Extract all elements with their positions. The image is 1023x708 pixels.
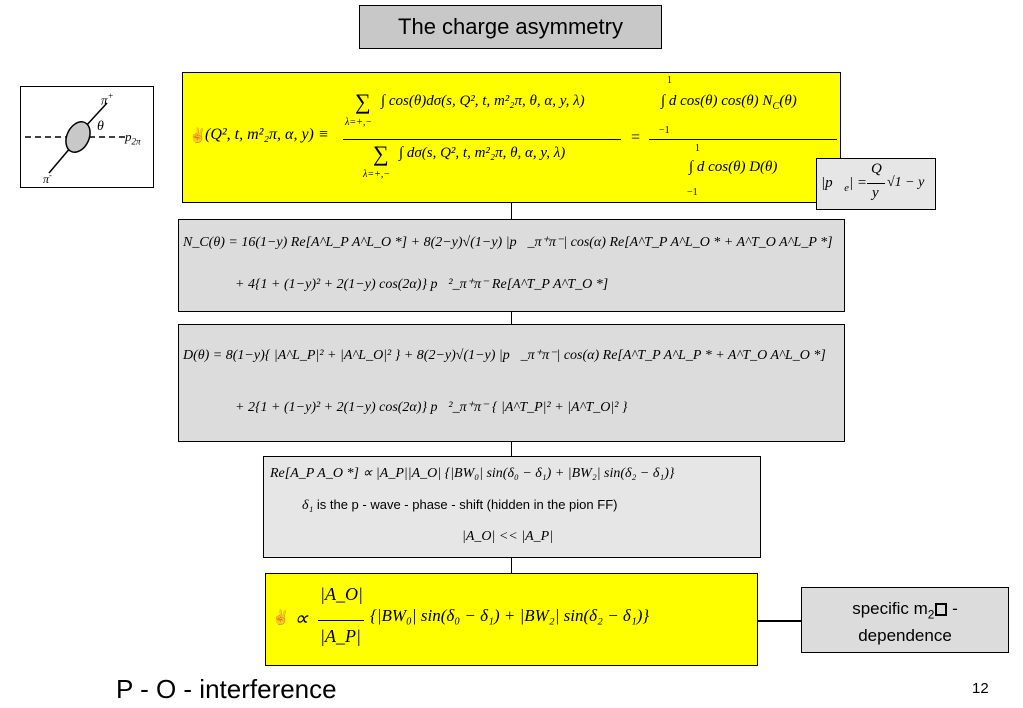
phase-relation-line-2: δ₁ is the p - wave - phase - shift (hidd…	[302, 497, 618, 513]
nc-formula-box: N_C(θ) = 16(1−y) Re[A^L_P A^L_O *] + 8(2…	[178, 219, 845, 312]
pi-plus-label: π+	[101, 91, 114, 108]
rhs-numerator: ∫ d cos(θ) cos(θ) NC(θ)	[661, 93, 797, 112]
footer-title: P - O - interference	[116, 674, 337, 704]
result-numerator: |A_O|	[320, 584, 363, 604]
pe-lhs: |p⃗e| =	[821, 175, 867, 194]
connector-5	[757, 620, 801, 622]
nc-formula-line-2: + 4{1 + (1−y)² + 2(1−y) cos(2α)} p⃗²_π⁺π…	[235, 277, 609, 292]
numerator-sum-index: λ=+,−	[345, 117, 373, 128]
d-formula-box: D(θ) = 8(1−y){ |A^L_P|² + |A^L_O|² } + 8…	[178, 324, 845, 442]
asymmetry-result-box: ✌ ∝ |A_O| |A_P| {|BW₀| sin(δ₀ − δ₁) + |B…	[265, 573, 758, 666]
d-formula-line-2: + 2{1 + (1−y)² + 2(1−y) cos(2α)} p⃗²_π⁺π…	[235, 400, 628, 415]
vertex-diagram: π+ θ p2π π-	[20, 86, 154, 188]
nc-formula-line-1: N_C(θ) = 16(1−y) Re[A^L_P A^L_O *] + 8(2…	[183, 235, 833, 250]
pe-numerator: Q	[871, 161, 882, 177]
connector-3	[511, 442, 512, 456]
phase-relation-box: Re[A_P A_O *] ∝ |A_P||A_O| {|BW₀| sin(δ₀…	[263, 456, 761, 558]
vertex-diagram-graphic	[25, 102, 125, 174]
denominator-sum-index: λ=+,−	[363, 169, 391, 180]
connector-1	[511, 202, 512, 220]
d-formula-line-1: D(θ) = 8(1−y){ |A^L_P|² + |A^L_O|² } + 8…	[183, 348, 826, 363]
numerator-integral: ∫ cos(θ)dσ(s, Q², t, m²₂π, θ, α, y, λ)	[381, 93, 585, 109]
equals-sign: =	[631, 129, 641, 146]
main-fraction-bar	[343, 139, 621, 140]
result-fraction-bar	[318, 620, 364, 621]
connector-4	[511, 558, 512, 574]
rhs-num-lower-limit: −1	[659, 125, 670, 136]
asymmetry-lhs: (Q², t, m²₂π, α, y) ≡	[205, 126, 329, 143]
numerator-sum: ∑	[355, 89, 371, 114]
electron-momentum-box: |p⃗e| = Q y √1 − y	[816, 158, 936, 210]
rhs-den-lower-limit: −1	[687, 187, 698, 198]
denominator-integral: ∫ dσ(s, Q², t, m²₂π, θ, α, y, λ)	[399, 145, 566, 161]
phase-relation-line-1: Re[A_P A_O *] ∝ |A_P||A_O| {|BW₀| sin(δ₀…	[270, 466, 675, 481]
phase-relation-line-3: |A_O| << |A_P|	[462, 529, 554, 544]
connector-2	[511, 311, 512, 325]
slide-title-text: The charge asymmetry	[398, 14, 623, 39]
slide-title: The charge asymmetry	[359, 5, 662, 49]
mass-dependence-line-2: dependence	[858, 626, 952, 646]
mass-dependence-note: specific m2 - dependence	[801, 587, 1009, 653]
result-approx: ∝	[294, 608, 309, 630]
mass-dependence-line-1: specific m2 -	[852, 599, 958, 622]
missing-glyph-box	[935, 603, 948, 616]
pe-denominator: y	[872, 185, 879, 201]
pe-fraction-bar	[867, 183, 885, 184]
theta-label: θ	[97, 119, 104, 134]
rhs-den-upper-limit: 1	[695, 143, 700, 154]
p2pi-label: p2π	[125, 129, 141, 147]
result-symbol: ✌	[272, 611, 290, 626]
pe-sqrt: √1 − y	[887, 175, 925, 190]
asymmetry-definition-box: ✌ (Q², t, m²₂π, α, y) ≡ ∑ λ=+,− ∫ cos(θ)…	[182, 72, 841, 203]
result-denominator: |A_P|	[320, 626, 361, 646]
pi-minus-label: π-	[43, 171, 52, 186]
rhs-fraction-bar	[649, 139, 837, 140]
asymmetry-symbol: ✌	[189, 129, 207, 144]
rhs-denominator: ∫ d cos(θ) D(θ)	[689, 159, 778, 175]
denominator-sum: ∑	[373, 141, 389, 166]
rhs-num-upper-limit: 1	[667, 75, 672, 86]
result-phase-expression: {|BW₀| sin(δ₀ − δ₁) + |BW₂| sin(δ₂ − δ₁)…	[370, 606, 650, 625]
page-number: 12	[972, 680, 989, 697]
